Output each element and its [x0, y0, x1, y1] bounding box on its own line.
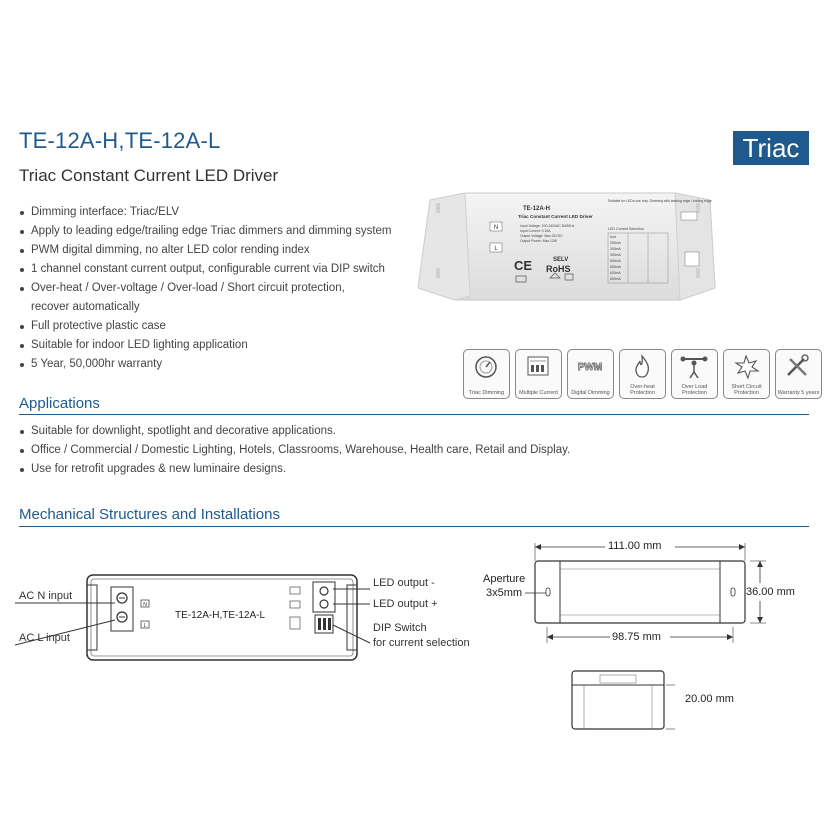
applications-list: Suitable for downlight, spotlight and de… — [19, 422, 809, 479]
overload-weight-icon: Over Load Protection — [671, 349, 718, 399]
feature-item: Over-heat / Over-voltage / Over-load / S… — [19, 279, 419, 298]
svg-text:Iout: Iout — [610, 235, 616, 239]
svg-text:250mA: 250mA — [610, 241, 621, 245]
application-item: Suitable for downlight, spotlight and de… — [19, 422, 809, 441]
dim-inner: 98.75 mm — [612, 631, 661, 643]
feature-list: Dimming interface: Triac/ELV Apply to le… — [19, 203, 419, 374]
page-title: TE-12A-H,TE-12A-L — [19, 128, 221, 153]
current-header: LED Current Selection — [608, 227, 644, 231]
mechanical-divider — [19, 526, 809, 527]
feature-icon-row: Triac Dimming Multiple Current PWM Digit… — [463, 349, 822, 399]
label-spec: Output Voltage: Max.32VDC — [520, 234, 563, 238]
svg-text:650mA: 650mA — [610, 277, 621, 281]
application-item: Use for retrofit upgrades & new luminair… — [19, 460, 809, 479]
dip-switch-sublabel: for current selection — [373, 637, 470, 649]
current-table: Iout 250mA 300mA 350mA 500mA 550mA 600mA… — [607, 232, 669, 284]
svg-text:500mA: 500mA — [610, 259, 621, 263]
feature-item: Apply to leading edge/trailing edge Tria… — [19, 222, 419, 241]
ce-mark: CE — [514, 258, 532, 273]
product-photo: N L TE-12A-H Triac Constant Current LED … — [417, 192, 716, 301]
terminal-n-label: N — [143, 602, 147, 608]
side-view-drawing — [571, 670, 675, 730]
short-circuit-icon: Short Circuit Protection — [723, 349, 770, 399]
aperture-label: Aperture — [483, 573, 526, 585]
feature-item: 5 Year, 50,000hr warranty — [19, 355, 419, 374]
applications-heading: Applications — [19, 395, 100, 412]
pwm-dimming-icon: PWM Digital Dimming — [567, 349, 614, 399]
svg-text:550mA: 550mA — [610, 265, 621, 269]
diagram-model-label: TE-12A-H,TE-12A-L — [175, 610, 265, 621]
label-n: N — [494, 225, 498, 231]
label-desc: Triac Constant Current LED Driver — [518, 214, 593, 219]
svg-text:350mA: 350mA — [610, 253, 621, 257]
rohs-mark: RoHS — [546, 264, 571, 274]
svg-text:300mA: 300mA — [610, 247, 621, 251]
wiring-diagram: N L TE-12A-H,TE-12A-L — [15, 574, 371, 661]
svg-text:600mA: 600mA — [610, 271, 621, 275]
led-output-plus-label: LED output + — [373, 598, 438, 610]
dim-length: 111.00 mm — [608, 540, 662, 552]
aperture-size: 3x5mm — [486, 587, 523, 599]
applications-divider — [19, 414, 809, 415]
feature-item-continued: recover automatically — [31, 301, 140, 313]
ac-n-input-label: AC N input — [19, 590, 73, 602]
flame-icon: Over-heat Protection — [619, 349, 666, 399]
led-output-minus-label: LED output - — [373, 577, 435, 589]
feature-item: Full protective plastic case — [19, 317, 419, 336]
triac-badge: Triac — [733, 131, 809, 165]
multiple-current-icon: Multiple Current — [515, 349, 562, 399]
triac-dimming-icon: Triac Dimming — [463, 349, 510, 399]
page-subtitle: Triac Constant Current LED Driver — [19, 166, 279, 185]
feature-item: Suitable for indoor LED lighting applica… — [19, 336, 419, 355]
label-note: Suitable for LEDs use only. Dimming with… — [608, 199, 712, 203]
feature-item: 1 channel constant current output, confi… — [19, 260, 419, 279]
application-item: Office / Commercial / Domestic Lighting,… — [19, 441, 809, 460]
dim-height: 20.00 mm — [685, 693, 734, 705]
ac-l-input-label: AC L input — [19, 632, 70, 644]
label-l: L — [494, 246, 498, 252]
dip-switch-label: DIP Switch — [373, 622, 427, 634]
selv-mark: SELV — [553, 257, 568, 263]
mechanical-heading: Mechanical Structures and Installations — [19, 506, 280, 523]
label-model: TE-12A-H — [523, 206, 550, 212]
label-spec: Output Power: Max.12W — [520, 239, 558, 243]
label-spec: Input Voltage: 200-240VAC 50/60Hz — [520, 224, 575, 228]
feature-item: Dimming interface: Triac/ELV — [19, 203, 419, 222]
warranty-tools-icon: Warranty 5 years — [775, 349, 822, 399]
top-view-drawing — [525, 543, 766, 643]
label-spec: Input Current: 0.15A — [520, 229, 551, 233]
feature-item: PWM digital dimming, no alter LED color … — [19, 241, 419, 260]
svg-text:PWM: PWM — [578, 362, 602, 373]
terminal-l-label: L — [144, 623, 147, 629]
dim-width: 36.00 mm — [746, 586, 795, 598]
